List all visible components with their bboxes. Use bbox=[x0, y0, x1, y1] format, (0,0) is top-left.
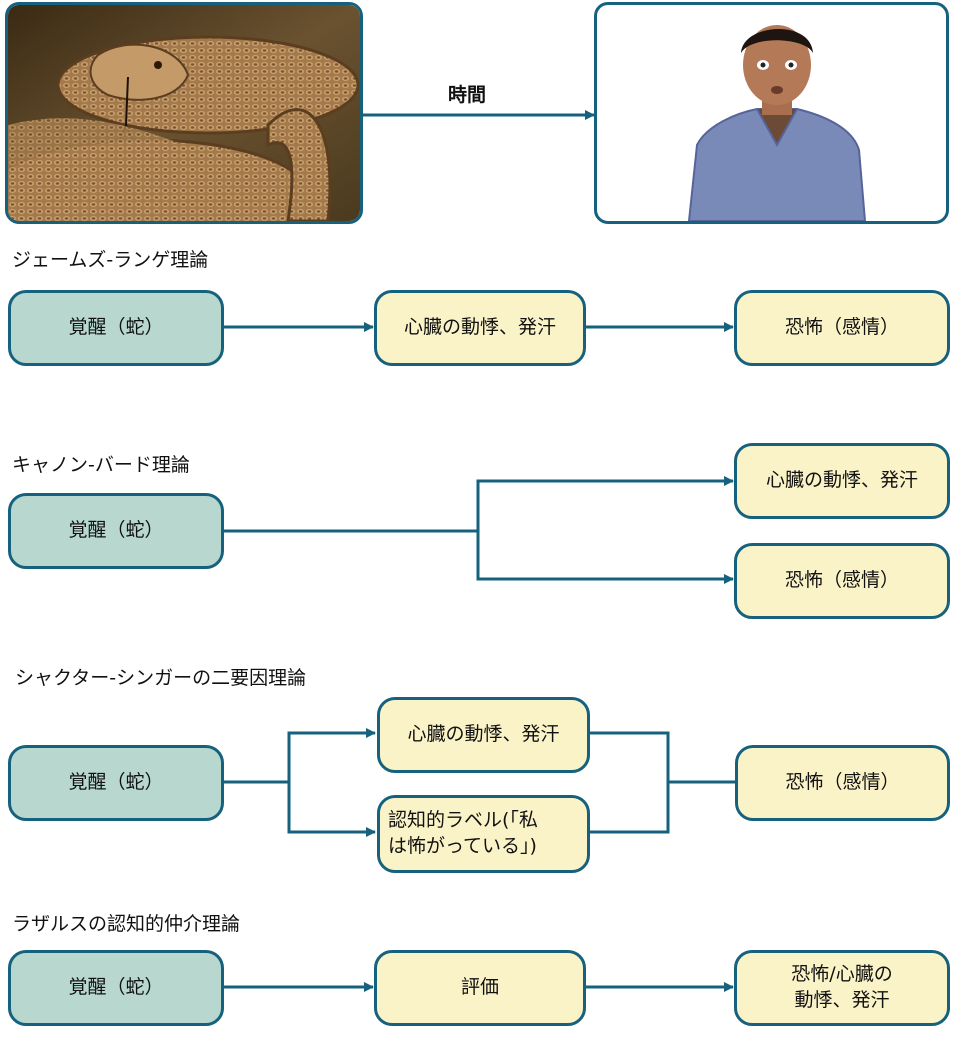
ss-arousal-box: 覚醒（蛇） bbox=[8, 745, 224, 821]
person-photo bbox=[594, 2, 949, 224]
ss-label-line2: は怖がっている」) bbox=[388, 835, 537, 857]
ss-join-down bbox=[590, 782, 670, 834]
lz-arousal-box: 覚醒（蛇） bbox=[8, 950, 224, 1026]
cb-physiology-box: 心臓の動悸、発汗 bbox=[734, 443, 950, 519]
lz-emotion-box: 恐怖/心臓の 動悸、発汗 bbox=[734, 950, 950, 1026]
ss-branch-up bbox=[287, 728, 376, 782]
lz-appraisal-box: 評価 bbox=[374, 950, 586, 1026]
frightened-man-image bbox=[687, 25, 867, 221]
rattlesnake-image bbox=[8, 5, 360, 221]
ss-emotion-box: 恐怖（感情） bbox=[735, 745, 950, 821]
ss-physiology-box: 心臓の動悸、発汗 bbox=[377, 697, 590, 773]
ss-branch-down bbox=[287, 782, 376, 837]
lz-emotion-line1: 恐怖/心臓の bbox=[791, 963, 893, 986]
cannon-bard-title: キャノン-バード理論 bbox=[12, 454, 190, 476]
schachter-singer-title: シャクター-シンガーの二要因理論 bbox=[15, 667, 307, 689]
cb-branch-up bbox=[476, 476, 734, 531]
james-lange-title: ジェームズ-ランゲ理論 bbox=[12, 249, 209, 271]
ss-join-up bbox=[590, 731, 670, 782]
time-label: 時間 bbox=[448, 84, 487, 106]
ss-label-line1: 認知的ラベル(「私 bbox=[388, 809, 538, 832]
cb-emotion-box: 恐怖（感情） bbox=[734, 543, 950, 619]
cb-arousal-box: 覚醒（蛇） bbox=[8, 493, 224, 569]
ss-cognitive-label-text: 認知的ラベル(「私 は怖がっている」) bbox=[388, 808, 538, 859]
jl-arousal-box: 覚醒（蛇） bbox=[8, 290, 224, 366]
cb-branch-down bbox=[476, 531, 734, 584]
lz-emotion-text: 恐怖/心臓の 動悸、発汗 bbox=[791, 962, 892, 1013]
jl-emotion-box: 恐怖（感情） bbox=[734, 290, 950, 366]
snake-photo bbox=[5, 2, 363, 224]
lazarus-title: ラザルスの認知的仲介理論 bbox=[12, 913, 241, 935]
jl-physiology-box: 心臓の動悸、発汗 bbox=[374, 290, 586, 366]
ss-cognitive-label-box: 認知的ラベル(「私 は怖がっている」) bbox=[377, 795, 590, 873]
lz-emotion-line2: 動悸、発汗 bbox=[794, 989, 890, 1011]
